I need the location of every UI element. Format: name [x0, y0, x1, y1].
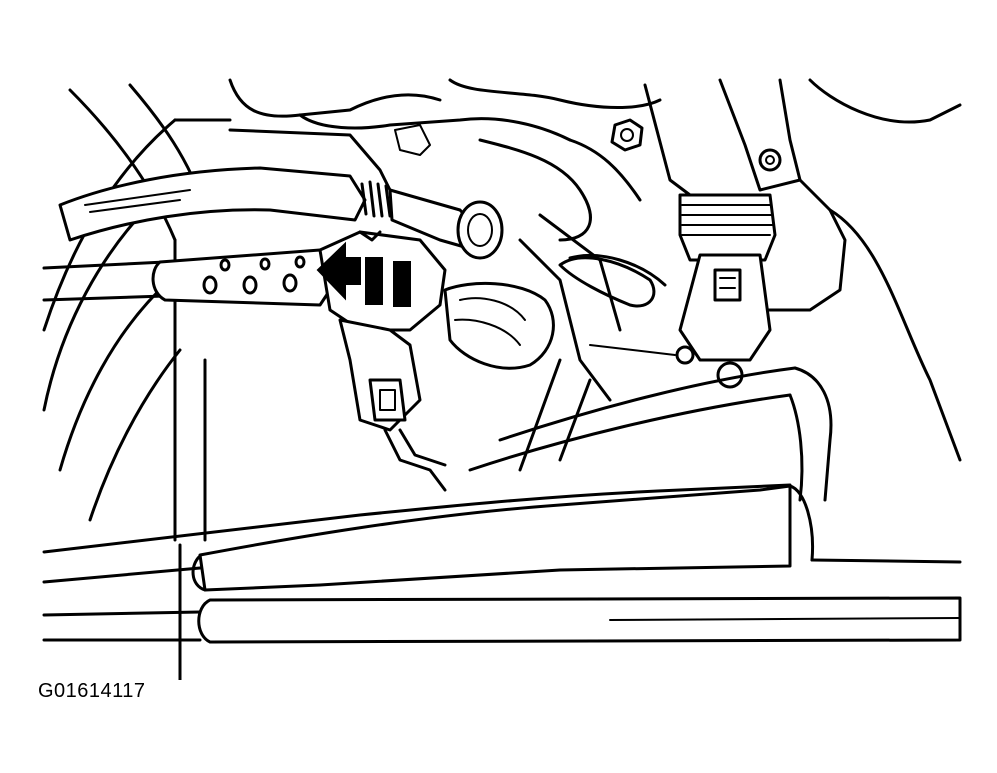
- figure-caption-code: G01614117: [38, 680, 146, 702]
- coil-spring: [360, 180, 392, 218]
- fan-housing: [42, 83, 232, 542]
- cable-loop-clip: [558, 254, 667, 308]
- mounting-bracket: [643, 78, 962, 462]
- spring-assembly: [589, 193, 777, 389]
- sensor-body: [318, 230, 447, 492]
- arrow-icon: [316, 241, 411, 307]
- cable-harness: [58, 166, 504, 260]
- cross-member: [42, 483, 962, 592]
- component-location-illustration: [42, 78, 962, 680]
- support-arm: [468, 358, 833, 502]
- exhaust-pipe: [443, 213, 622, 402]
- engine-block: [228, 78, 962, 242]
- lower-pipe: [42, 543, 962, 680]
- perforated-heat-shield: [42, 248, 332, 307]
- bolt-heads: [610, 118, 782, 172]
